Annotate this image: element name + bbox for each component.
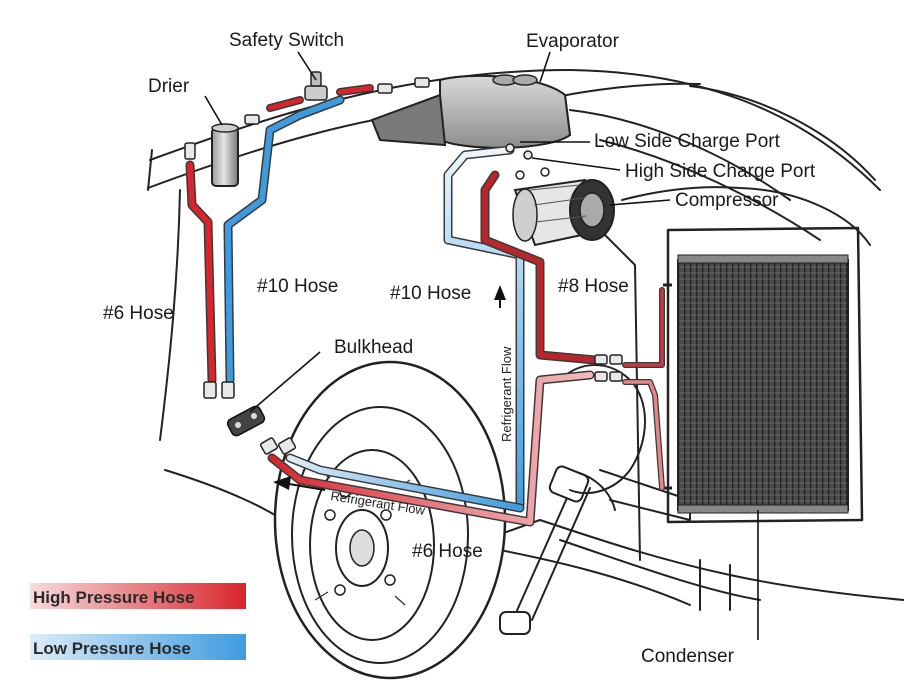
label-bulkhead: Bulkhead xyxy=(334,337,413,358)
label-refrigerant-flow-vertical: Refrigerant Flow xyxy=(499,346,514,442)
safety-switch-unit xyxy=(304,71,328,101)
front-wheel xyxy=(273,360,507,680)
car-body-outline xyxy=(147,69,904,611)
label-compressor: Compressor xyxy=(675,190,779,211)
label-8-hose: #8 Hose xyxy=(558,276,629,297)
label-low-side-charge-port: Low Side Charge Port xyxy=(594,131,781,152)
evaporator-unit xyxy=(370,74,572,149)
label-condenser: Condenser xyxy=(641,646,735,667)
legend-high-swatch xyxy=(30,583,246,609)
legend: High Pressure Hose Low Pressure Hose xyxy=(30,583,246,660)
label-safety-switch: Safety Switch xyxy=(229,30,344,51)
label-drier: Drier xyxy=(148,76,190,97)
compressor-unit xyxy=(512,167,615,247)
label-high-side-charge-port: High Side Charge Port xyxy=(625,161,816,182)
label-6-hose-left: #6 Hose xyxy=(103,303,174,324)
hoses xyxy=(185,84,665,527)
suspension xyxy=(499,364,691,635)
condenser-unit xyxy=(663,226,864,524)
flow-arrow-vertical xyxy=(494,285,506,308)
legend-low-label: Low Pressure Hose xyxy=(33,639,191,658)
label-10-hose-left: #10 Hose xyxy=(257,276,338,297)
bulkhead-plate xyxy=(226,405,266,437)
fittings xyxy=(184,77,623,455)
label-6-hose-bottom: #6 Hose xyxy=(412,541,483,562)
flow-arrow-horizontal xyxy=(273,476,326,491)
label-evaporator: Evaporator xyxy=(526,31,620,52)
legend-high-label: High Pressure Hose xyxy=(33,588,195,607)
lug-nuts xyxy=(324,486,396,596)
leader-lines xyxy=(204,51,759,640)
legend-low-swatch xyxy=(30,634,246,660)
label-10-hose-middle: #10 Hose xyxy=(390,283,471,304)
drier-unit xyxy=(211,123,239,187)
